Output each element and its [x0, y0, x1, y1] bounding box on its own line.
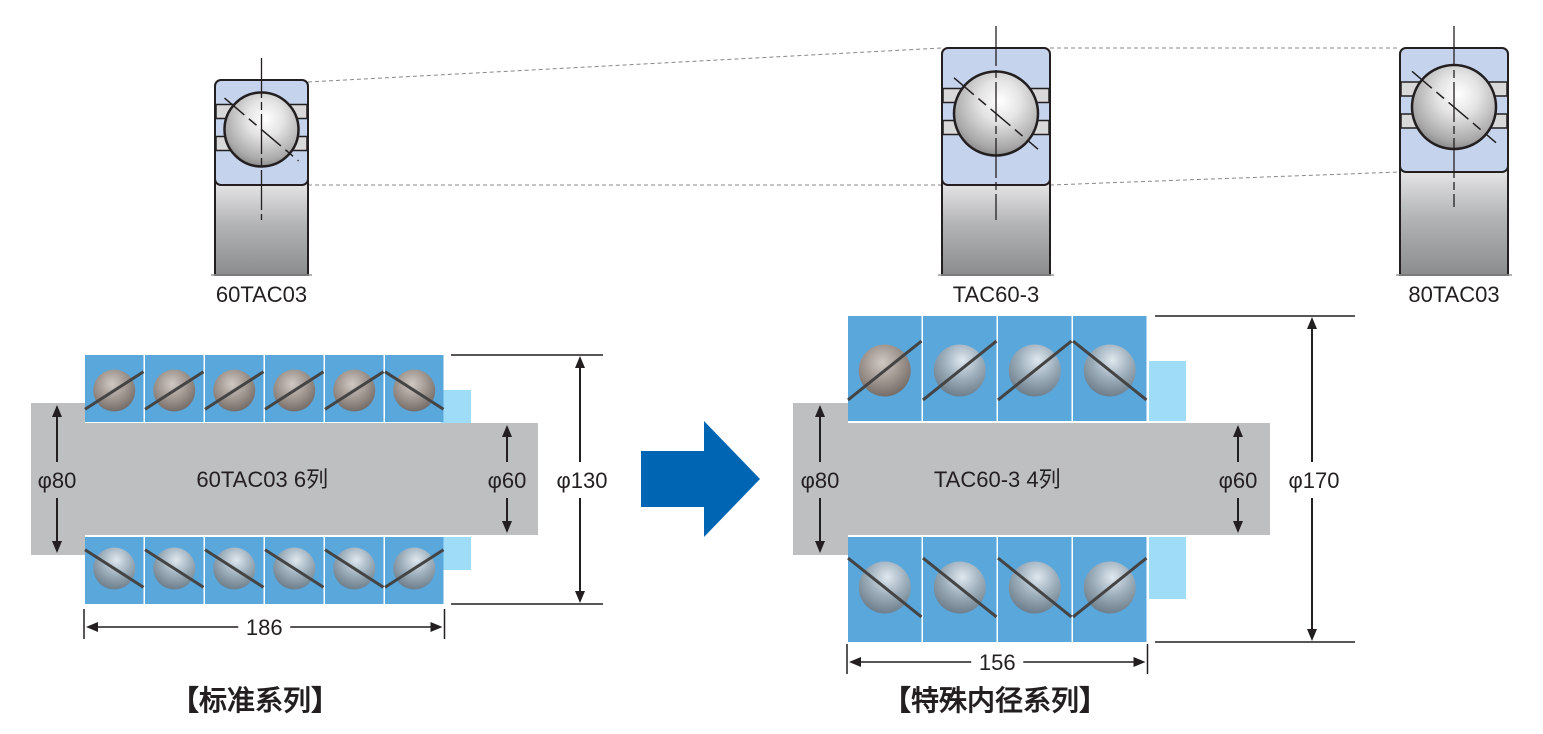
contact-angle-line: [997, 339, 1073, 402]
top-bearing: [84, 355, 145, 422]
cross-section-TAC60-3: TAC60-3: [938, 26, 1054, 307]
dim-arrow: [815, 541, 825, 553]
top-bearing: [204, 355, 265, 422]
spindle-shaft: [846, 423, 1270, 535]
contact-angle-line: [1072, 556, 1148, 619]
dim-arrow: [1233, 425, 1243, 437]
contact-angle-line: [997, 556, 1073, 619]
dim-arrow: [86, 622, 98, 632]
guide-line-bottom-2: [1049, 171, 1401, 186]
bottom-bearing: [384, 537, 445, 604]
top-bearing: [997, 316, 1073, 421]
housing-body: [214, 180, 309, 276]
cross-sections: 60TAC03 TAC60-3 80TAC03: [211, 26, 1512, 307]
dim-arrow: [849, 657, 861, 667]
arrangements: 60TAC03 6列 φ80 φ60 φ130 186 【标准系列】 TAC60-3 4列 φ…: [31, 315, 1355, 717]
contact-angle-line: [847, 339, 923, 402]
top-bearing: [384, 355, 445, 422]
cross-section-60TAC03: 60TAC03: [211, 58, 312, 307]
arrangement-label: 60TAC03 6列: [196, 467, 328, 492]
cross-section-label: TAC60-3: [953, 282, 1039, 307]
bottom-bearing: [144, 537, 205, 604]
contact-angle-line: [922, 556, 998, 619]
dim-arrow: [502, 425, 512, 437]
dim-arrow: [1307, 317, 1317, 329]
dimension-width: 156: [979, 650, 1016, 675]
contact-angle-line: [144, 548, 205, 589]
dimension-inner-diameter: φ60: [488, 468, 527, 493]
bottom-bearing: [997, 537, 1073, 642]
dim-arrow: [815, 405, 825, 417]
spacer-bottom: [441, 537, 471, 570]
dim-arrow: [1133, 657, 1146, 667]
contact-angle-line: [264, 370, 325, 411]
guide-lines: [307, 47, 1401, 186]
dim-arrow: [502, 521, 512, 533]
bottom-bearing: [204, 537, 265, 604]
contact-angle-line: [1072, 339, 1148, 402]
spacer-bottom: [1149, 537, 1186, 599]
bottom-bearing: [1072, 537, 1148, 642]
dimension-outer-diameter: φ170: [1289, 468, 1340, 493]
dim-arrow: [52, 541, 62, 553]
dim-arrow: [52, 405, 62, 417]
top-bearing: [922, 316, 998, 421]
contact-angle-line: [324, 370, 385, 411]
series-caption: 【标准系列】: [171, 684, 339, 717]
dimension-outer-shoulder: φ80: [38, 468, 77, 493]
contact-angle-line: [324, 548, 385, 589]
dim-arrow: [575, 591, 585, 603]
contact-angle-line: [847, 556, 923, 619]
bottom-bearing: [264, 537, 325, 604]
dim-arrow: [1233, 521, 1243, 533]
bottom-bearing: [922, 537, 998, 642]
arrow-right-icon: [641, 421, 760, 537]
contact-angle-line: [264, 548, 325, 589]
dimension-outer-diameter: φ130: [557, 468, 608, 493]
cross-section-label: 80TAC03: [1408, 282, 1499, 307]
bottom-bearing: [847, 537, 923, 642]
contact-angle-line: [922, 339, 998, 402]
dim-arrow: [575, 356, 585, 368]
dim-arrow: [1307, 629, 1317, 641]
spacer-top: [1149, 361, 1186, 421]
bottom-bearing: [84, 537, 145, 604]
top-bearing: [144, 355, 205, 422]
contact-angle-line: [384, 548, 445, 589]
top-bearing: [324, 355, 385, 422]
dimension-width: 186: [246, 615, 283, 640]
contact-angle-line: [384, 370, 445, 411]
top-bearing: [1072, 316, 1148, 421]
dimension-inner-diameter: φ60: [1219, 468, 1258, 493]
arrangement-label: TAC60-3 4列: [934, 467, 1061, 492]
arrangement-special: TAC60-3 4列 φ80 φ60 φ170 156 【特殊内径系列】: [793, 315, 1355, 717]
dim-arrow: [430, 622, 443, 632]
top-bearing: [264, 355, 325, 422]
arrangement-standard: 60TAC03 6列 φ80 φ60 φ130 186 【标准系列】: [31, 354, 608, 717]
contact-angle-line: [204, 370, 265, 411]
spacer-top: [441, 390, 471, 423]
contact-angle-line: [144, 370, 205, 411]
contact-angle-line: [84, 370, 145, 411]
cross-section-label: 60TAC03: [216, 282, 307, 307]
contact-angle-line: [84, 548, 145, 589]
cross-section-80TAC03: 80TAC03: [1396, 26, 1512, 307]
dimension-outer-shoulder: φ80: [801, 468, 840, 493]
series-caption: 【特殊内径系列】: [883, 684, 1107, 717]
guide-line-top-1: [307, 47, 943, 83]
top-bearing: [847, 316, 923, 421]
spindle-shaft: [83, 423, 538, 535]
contact-angle-line: [204, 548, 265, 589]
bottom-bearing: [324, 537, 385, 604]
